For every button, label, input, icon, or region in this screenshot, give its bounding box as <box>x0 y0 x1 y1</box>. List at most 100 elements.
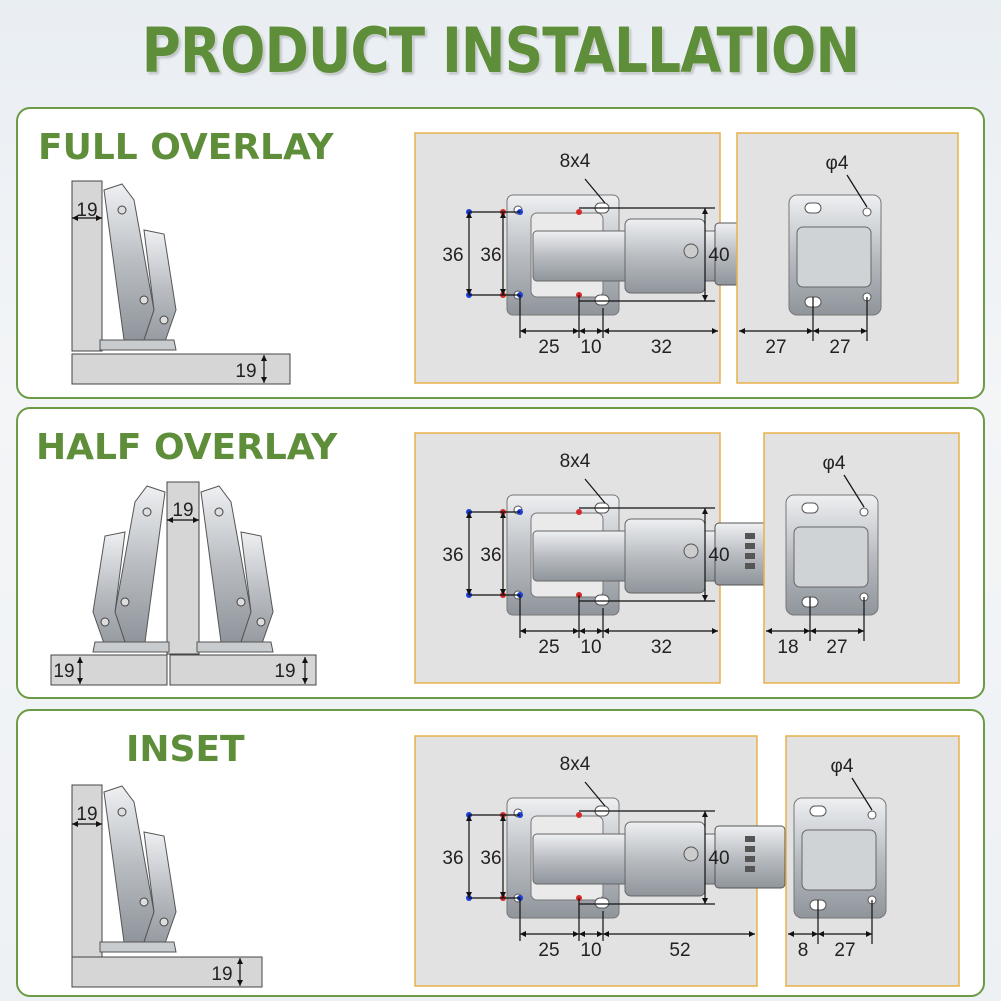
half-overlay-side-diagram: 19 19 19 <box>50 481 317 686</box>
arrow-head <box>702 595 708 601</box>
arrow-head <box>807 328 813 334</box>
dim-value-h3: 32 <box>651 337 672 358</box>
arrow-head <box>500 589 506 595</box>
plate-dim-h2: 27 <box>829 337 850 358</box>
plate-hole <box>859 507 869 517</box>
door-board-right <box>169 654 317 686</box>
pivot-pin <box>256 617 266 627</box>
knuckle-slot <box>745 533 755 539</box>
arrow-head <box>597 628 603 634</box>
plate-dim-h2: 27 <box>834 940 855 961</box>
side-dim-bottom: 19 <box>235 361 256 382</box>
dim-value-depth: 40 <box>708 545 729 566</box>
side-dim-left: 19 <box>53 661 74 682</box>
arrow-head <box>597 328 603 334</box>
plate-hole-spec: φ4 <box>826 153 849 174</box>
arrow-head <box>466 289 472 295</box>
arrow-head <box>702 208 708 214</box>
arrow-head <box>72 215 78 221</box>
plate-dim-h1: 18 <box>777 637 798 658</box>
arrow-head <box>804 628 810 634</box>
mounting-plate-diagram: φ4 27 27 <box>736 132 959 384</box>
arrow-head <box>597 931 603 937</box>
pivot-pin <box>236 597 246 607</box>
dim-value-h2: 10 <box>580 637 601 658</box>
arrow-head <box>818 931 824 937</box>
pivot-pin <box>139 897 149 907</box>
arrow-head <box>466 815 472 821</box>
dim-value-h1: 25 <box>538 940 559 961</box>
arrow-head <box>573 628 579 634</box>
arrow-head <box>712 328 718 334</box>
arrow-head <box>579 931 585 937</box>
arrow-head <box>861 328 867 334</box>
door-board-left <box>50 654 168 686</box>
knuckle-slot <box>745 563 755 569</box>
plate-hole-spec: φ4 <box>831 756 854 777</box>
arrow-head <box>579 628 585 634</box>
dimension-line <box>851 777 873 811</box>
pivot-pin <box>142 507 152 517</box>
hinge-base <box>99 339 177 351</box>
knuckle-slot <box>745 543 755 549</box>
dim-value-v2: 36 <box>480 245 501 266</box>
arrow-head <box>702 295 708 301</box>
plate-dim-h2: 27 <box>826 637 847 658</box>
arrow-head <box>466 892 472 898</box>
arrow-head <box>466 212 472 218</box>
arrow-head <box>788 931 794 937</box>
arrow-head <box>500 892 506 898</box>
plate-dim-h1: 27 <box>765 337 786 358</box>
side-dim-right: 19 <box>274 661 295 682</box>
mounting-plate-diagram: φ4 8 27 <box>785 735 960 987</box>
arrow-head <box>500 512 506 518</box>
pivot-pin <box>120 597 130 607</box>
knuckle-slot <box>745 856 755 862</box>
arrow-head <box>237 980 243 986</box>
pivot-pin <box>159 315 169 325</box>
plate-hole <box>862 207 872 217</box>
dim-value-depth: 40 <box>708 848 729 869</box>
cabinet-divider-board <box>166 481 200 655</box>
arrow-head <box>500 815 506 821</box>
pivot-pin <box>159 917 169 927</box>
arrow-head <box>579 328 585 334</box>
hole-spec-label: 8x4 <box>560 754 591 775</box>
arrow-head <box>810 628 816 634</box>
plate-slot <box>804 202 822 214</box>
hole-spec-label: 8x4 <box>560 451 591 472</box>
hinge-side-view <box>196 485 274 653</box>
cabinet-side-board <box>71 180 103 352</box>
arrow-head <box>603 628 609 634</box>
dim-value-h3: 32 <box>651 637 672 658</box>
arrow-head <box>858 628 864 634</box>
side-dim-top: 19 <box>172 500 193 521</box>
arrow-head <box>96 215 102 221</box>
arrow-head <box>261 377 267 383</box>
adjust-screw <box>683 846 699 862</box>
arrow-head <box>739 328 745 334</box>
arrow-head <box>302 657 308 663</box>
arrow-head <box>500 212 506 218</box>
arrow-head <box>702 898 708 904</box>
hinge-arm-link <box>103 785 155 943</box>
arrow-head <box>812 931 818 937</box>
dim-value-v1: 36 <box>442 245 463 266</box>
knuckle-slot <box>745 836 755 842</box>
arrow-head <box>766 628 772 634</box>
dim-value-depth: 40 <box>708 245 729 266</box>
section-title-full-overlay: FULL OVERLAY <box>38 127 334 168</box>
door-board <box>71 956 263 988</box>
cabinet-side-board <box>71 784 103 958</box>
arrow-head <box>237 958 243 964</box>
arrow-head <box>77 678 83 684</box>
hinge-side-view <box>99 785 177 953</box>
adjust-screw <box>683 243 699 259</box>
plate-dim-h1: 8 <box>798 940 809 961</box>
dim-value-h2: 10 <box>580 940 601 961</box>
dim-value-v1: 36 <box>442 545 463 566</box>
arrow-head <box>193 517 199 523</box>
